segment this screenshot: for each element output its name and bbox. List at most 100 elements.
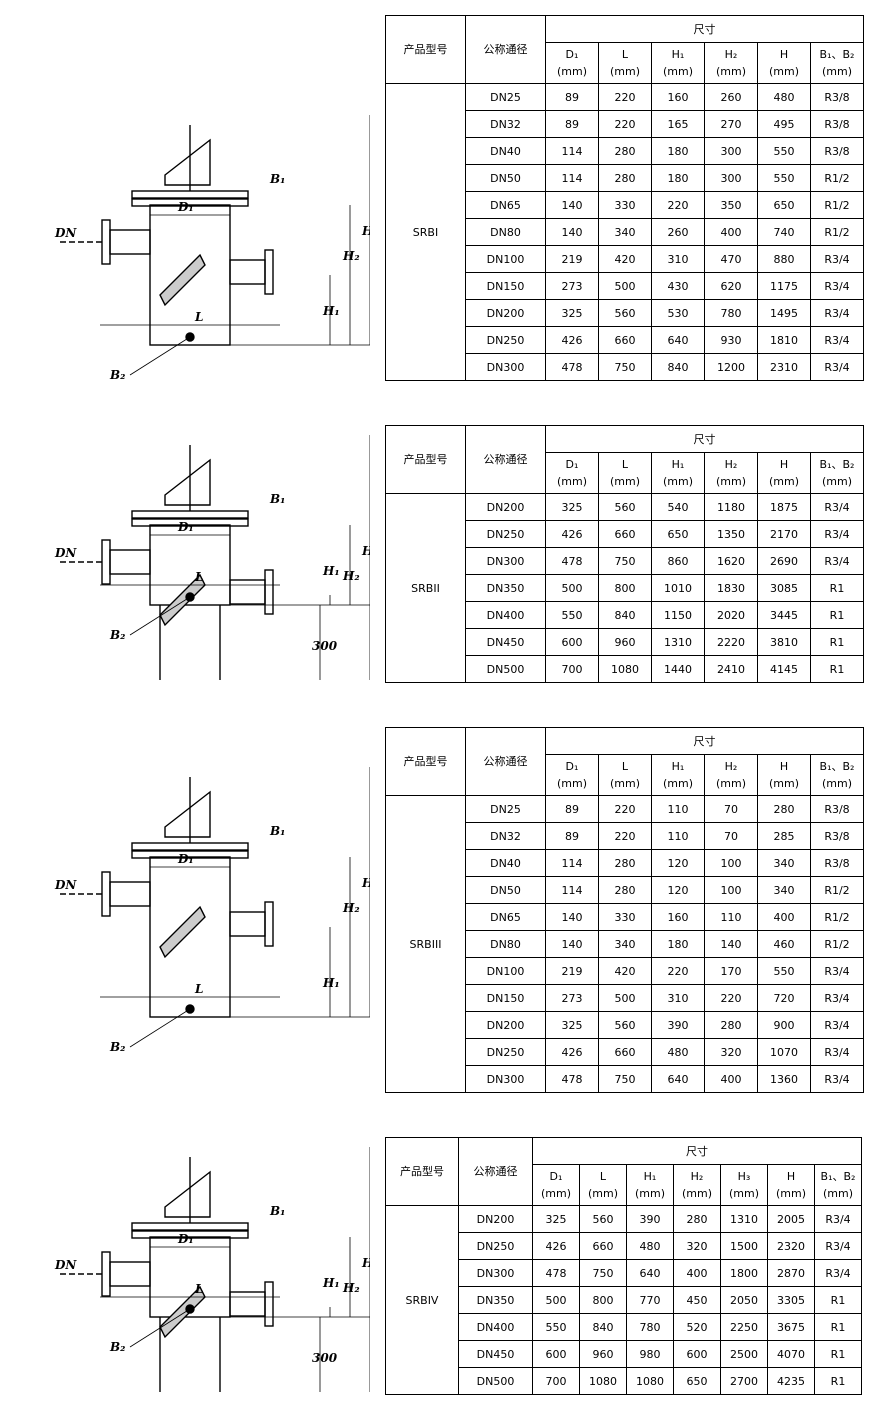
- value-cell: R1/2: [810, 903, 864, 931]
- value-cell: 160: [651, 83, 705, 111]
- value-cell: 478: [545, 547, 599, 575]
- value-cell: 165: [651, 110, 705, 138]
- value-cell: 220: [598, 822, 652, 850]
- column-unit: (mm): [821, 475, 852, 488]
- column-symbol: D₁: [565, 760, 579, 773]
- value-cell: 600: [545, 628, 599, 656]
- table-header-row: 产品型号公称通径尺寸: [385, 727, 864, 796]
- value-cell: 1070: [757, 1038, 811, 1066]
- column-header: D₁(mm): [532, 1164, 580, 1206]
- value-cell: 640: [651, 326, 705, 354]
- column-unit: (mm): [609, 475, 640, 488]
- value-cell: 140: [545, 218, 599, 246]
- value-cell: 285: [757, 822, 811, 850]
- header-dimensions: 尺寸: [545, 425, 864, 453]
- value-cell: 700: [532, 1367, 580, 1395]
- value-cell: 180: [651, 137, 705, 165]
- value-cell: 350: [704, 191, 758, 219]
- value-cell: 426: [532, 1232, 580, 1260]
- value-cell: 2500: [720, 1340, 768, 1368]
- value-cell: 220: [704, 984, 758, 1012]
- value-cell: 930: [704, 326, 758, 354]
- dn-cell: DN300: [458, 1259, 533, 1287]
- column-unit: (mm): [556, 777, 587, 790]
- value-cell: R3/4: [810, 353, 864, 381]
- column-header: H₁ (mm): [651, 452, 705, 494]
- column-header: D₁(mm): [545, 42, 599, 84]
- drawing-label: H₁: [322, 304, 340, 318]
- dn-cell: DN500: [458, 1367, 533, 1395]
- dn-cell: DN300: [465, 353, 546, 381]
- value-cell: 500: [532, 1286, 580, 1314]
- value-cell: 340: [598, 218, 652, 246]
- value-cell: 880: [757, 245, 811, 273]
- value-cell: 400: [704, 1065, 758, 1093]
- value-cell: 2220: [704, 628, 758, 656]
- value-cell: R3/4: [810, 957, 864, 985]
- value-cell: 840: [651, 353, 705, 381]
- dn-cell: DN200: [465, 493, 546, 521]
- value-cell: 426: [545, 1038, 599, 1066]
- value-cell: 560: [598, 1011, 652, 1039]
- drawing-label: B₁: [269, 1204, 285, 1218]
- column-unit: (mm): [768, 475, 799, 488]
- column-unit: (mm): [821, 65, 852, 78]
- value-cell: R3/4: [810, 1065, 864, 1093]
- value-cell: 1200: [704, 353, 758, 381]
- dn-cell: DN80: [465, 930, 546, 958]
- model-cell: SRBII: [385, 493, 466, 683]
- value-cell: 1350: [704, 520, 758, 548]
- header-model: 产品型号: [385, 425, 466, 494]
- column-header: H₂(mm): [704, 452, 758, 494]
- value-cell: 1875: [757, 493, 811, 521]
- value-cell: 780: [704, 299, 758, 327]
- value-cell: 1500: [720, 1232, 768, 1260]
- dn-cell: DN40: [465, 137, 546, 165]
- value-cell: 480: [651, 1038, 705, 1066]
- column-unit: (mm): [681, 1187, 712, 1200]
- value-cell: 180: [651, 930, 705, 958]
- value-cell: 89: [545, 795, 599, 823]
- column-unit: (mm): [662, 475, 693, 488]
- drawing-label: DN: [54, 1258, 77, 1272]
- column-unit: (mm): [662, 777, 693, 790]
- value-cell: 1310: [720, 1205, 768, 1233]
- value-cell: 114: [545, 876, 599, 904]
- value-cell: R3/8: [810, 83, 864, 111]
- drawing-label: H₁: [322, 564, 340, 578]
- value-cell: R1/2: [810, 876, 864, 904]
- value-cell: 3675: [767, 1313, 815, 1341]
- dn-cell: DN32: [465, 822, 546, 850]
- column-unit: (mm): [540, 1187, 571, 1200]
- value-cell: 2690: [757, 547, 811, 575]
- value-cell: R3/4: [814, 1232, 862, 1260]
- drawing-label: D₁: [177, 1232, 194, 1246]
- column-symbol: H: [779, 458, 789, 471]
- value-cell: 550: [532, 1313, 580, 1341]
- value-cell: R3/4: [810, 520, 864, 548]
- column-header: L(mm): [598, 42, 652, 84]
- value-cell: 325: [532, 1205, 580, 1233]
- value-cell: 220: [598, 83, 652, 111]
- value-cell: 500: [545, 574, 599, 602]
- value-cell: 325: [545, 299, 599, 327]
- dn-cell: DN450: [465, 628, 546, 656]
- value-cell: 470: [704, 245, 758, 273]
- value-cell: 1800: [720, 1259, 768, 1287]
- column-symbol: H: [786, 1170, 796, 1183]
- dn-cell: DN300: [465, 1065, 546, 1093]
- header-model: 产品型号: [385, 1137, 459, 1206]
- value-cell: 400: [704, 218, 758, 246]
- value-cell: R3/8: [810, 849, 864, 877]
- column-symbol: H₁: [671, 458, 685, 471]
